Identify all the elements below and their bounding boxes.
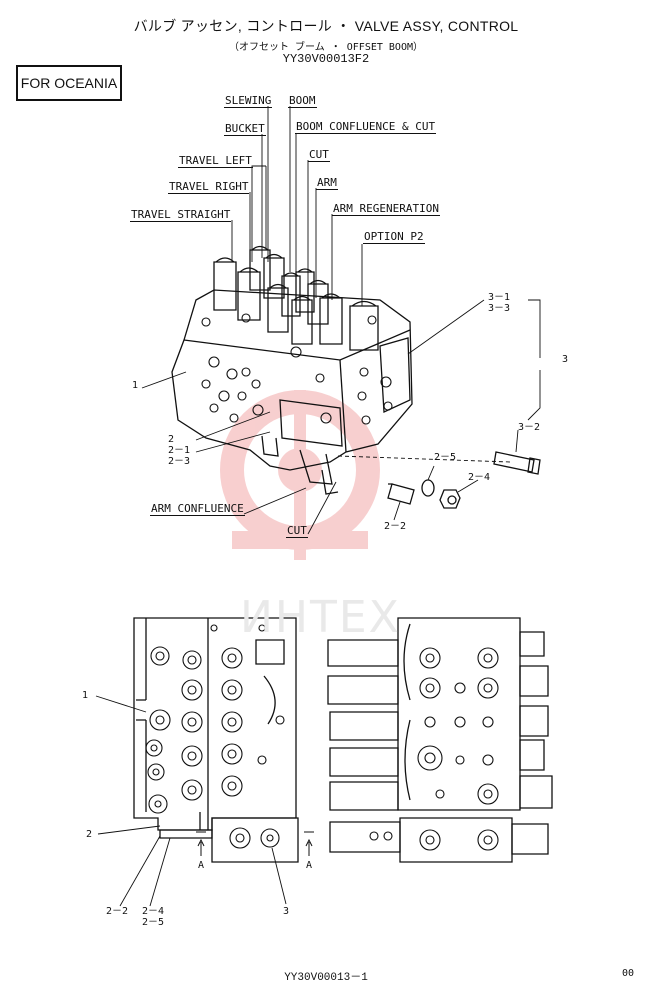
callout-2-3: 2－3 <box>168 456 191 467</box>
callout-1: 1 <box>132 380 139 391</box>
ortho-callout-2: 2 <box>86 829 93 840</box>
watermark-text: ИНТЕХ <box>240 592 401 643</box>
ortho-callout-1: 1 <box>82 690 89 701</box>
label-arm-confluence: ARM CONFLUENCE <box>150 502 245 516</box>
callout-2-2: 2－2 <box>384 521 407 532</box>
ortho-front-view <box>133 617 299 863</box>
label-boom-confluence-cut: BOOM CONFLUENCE & CUT <box>295 120 437 134</box>
callout-3-3: 3－3 <box>488 303 511 314</box>
callout-2-5: 2－5 <box>434 452 457 463</box>
label-arm-regeneration: ARM REGENERATION <box>332 202 440 216</box>
watermark-logo <box>220 390 380 560</box>
ortho-callout-2-5: 2－5 <box>142 917 165 928</box>
label-boom: BOOM <box>288 94 317 108</box>
label-cut-bottom: CUT <box>286 524 308 538</box>
label-travel-left: TRAVEL LEFT <box>178 154 253 168</box>
label-travel-right: TRAVEL RIGHT <box>168 180 250 194</box>
label-arm: ARM <box>316 176 338 190</box>
section-a-right: A <box>306 860 313 871</box>
valve-body <box>171 289 413 495</box>
drawing-title: バルブ アッセン, コントロール ・ VALVE ASSY, CONTROL <box>133 18 519 34</box>
drawing-part-number: YY30V00013F2 <box>282 52 370 66</box>
label-bucket: BUCKET <box>224 122 266 136</box>
label-cut-top: CUT <box>308 148 330 162</box>
ortho-callout-2-2: 2－2 <box>106 906 129 917</box>
section-a-left: A <box>198 860 205 871</box>
callout-3-2: 3－2 <box>518 422 541 433</box>
label-option-p2: OPTION P2 <box>363 230 425 244</box>
region-badge: FOR OCEANIA <box>16 65 122 101</box>
callout-3: 3 <box>562 354 569 365</box>
ortho-leader-lines <box>95 695 287 907</box>
callout-2: 2 <box>168 434 175 445</box>
label-slewing: SLEWING <box>224 94 273 108</box>
ortho-callout-2-4: 2－4 <box>142 906 165 917</box>
ortho-callout-3: 3 <box>283 906 290 917</box>
ortho-side-view <box>327 617 553 863</box>
section-markers <box>196 831 314 856</box>
callout-3-1: 3－1 <box>488 292 511 303</box>
drawing-subtitle: （オフセット ブーム ・ OFFSET BOOM） <box>229 42 423 53</box>
page-number: 00 <box>622 968 635 979</box>
callout-2-4: 2－4 <box>468 472 491 483</box>
leader-lines <box>141 106 541 535</box>
callout-2-1: 2－1 <box>168 445 191 456</box>
label-travel-straight: TRAVEL STRAIGHT <box>130 208 232 222</box>
spool-caps <box>213 245 379 351</box>
footer-drawing-code: YY30V00013－1 <box>284 972 368 984</box>
